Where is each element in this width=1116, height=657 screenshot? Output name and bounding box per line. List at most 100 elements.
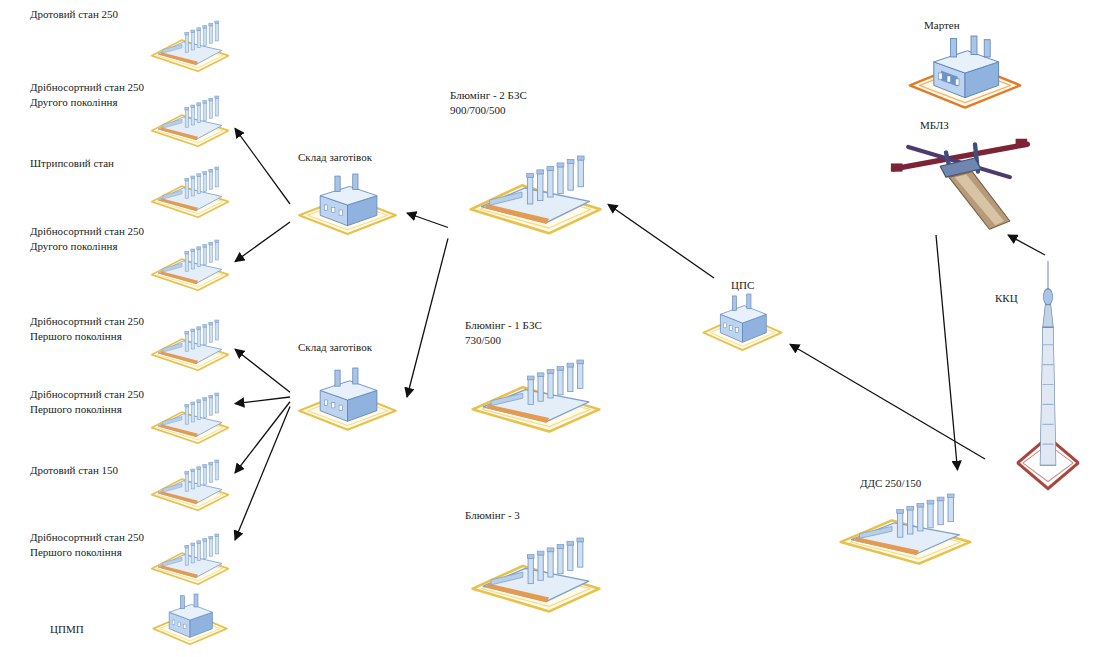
icon-shape (158, 188, 222, 211)
icon-shape (486, 404, 549, 423)
icon-shape (320, 186, 377, 205)
building-icon (150, 167, 230, 219)
icon-shape (163, 190, 182, 199)
icon-shape (209, 539, 212, 556)
icon-shape (860, 526, 892, 538)
icon-shape (160, 52, 198, 65)
icon-shape (152, 553, 229, 584)
icon-shape (185, 251, 189, 254)
rolling-mill: Дротовий стан 250 (25, 5, 235, 75)
icon-shape (209, 395, 213, 398)
icon-shape (197, 327, 201, 330)
icon-shape (353, 174, 358, 190)
icon-shape (557, 545, 564, 549)
icon-shape (1040, 327, 1056, 465)
icon-shape (185, 35, 188, 52)
icon-shape (320, 381, 377, 400)
icon-shape (209, 536, 213, 539)
flow-arrow (608, 204, 714, 278)
node-label: Мартен (924, 18, 1004, 33)
rolling-mill: Дрібносортний стан 250 Другого покоління (25, 78, 235, 150)
icon-shape (197, 329, 200, 346)
icon-shape (215, 96, 219, 99)
icon-shape (567, 363, 574, 367)
icon-shape (568, 545, 573, 570)
icon-shape (578, 364, 583, 389)
icon-shape (215, 24, 218, 41)
flow-arrow (936, 235, 958, 470)
icon-shape (1043, 404, 1054, 405)
icon-shape (180, 596, 184, 609)
node-label: ЦПС (731, 278, 781, 293)
rolling-mill: Дротовий стан 150 (25, 455, 235, 515)
building-icon (468, 156, 603, 236)
icon-shape (152, 186, 229, 217)
icon-shape (160, 198, 198, 211)
node-label: ЦПМП (50, 622, 110, 637)
icon-shape (178, 622, 180, 626)
building-icon (838, 494, 973, 566)
flow-arrow (235, 128, 290, 204)
icon-shape (578, 160, 583, 187)
icon-shape (897, 510, 904, 514)
icon-shape (473, 387, 600, 431)
icon-shape (928, 504, 933, 528)
icon-shape (185, 254, 188, 271)
blooming-mill: Блюмінг - 2 БЗС 900/700/500 (448, 88, 608, 243)
icon-shape (1043, 344, 1054, 345)
icon-shape (191, 249, 195, 252)
building-icon (150, 594, 230, 646)
icon-shape (332, 207, 335, 212)
icon-shape (558, 167, 563, 194)
icon-shape (197, 176, 200, 193)
icon-shape (537, 551, 544, 555)
icon-shape (191, 179, 194, 196)
icon-shape (491, 393, 523, 405)
node-label: Дротовий стан 250 (30, 7, 160, 22)
icon-shape (185, 331, 189, 334)
building-icon (150, 21, 230, 73)
icon-shape (908, 147, 1010, 177)
icon-shape (158, 42, 222, 65)
icon-shape (197, 105, 200, 122)
icon-shape (335, 370, 340, 386)
icon-shape (158, 261, 222, 284)
rolling-mill: Дрібносортний стан 250 Першого покоління (25, 312, 235, 374)
icon-shape (955, 79, 959, 85)
icon-shape (197, 469, 200, 486)
icon-shape (203, 245, 207, 248)
icon-shape (528, 380, 533, 405)
icon-shape (548, 373, 553, 398)
icon-shape (971, 36, 977, 55)
icon-shape (197, 30, 200, 47)
icon-shape (163, 119, 182, 128)
icon-shape (215, 167, 219, 170)
icon-shape (191, 469, 195, 472)
icon-shape (163, 263, 182, 272)
node-label: МБЛЗ (920, 118, 980, 133)
icon-shape (197, 402, 200, 419)
icon-shape (191, 472, 194, 489)
icon-shape (335, 176, 340, 192)
icon-shape (163, 557, 182, 566)
icon-shape (191, 108, 194, 125)
icon-shape (747, 294, 751, 309)
icon-shape (209, 26, 212, 43)
icon-shape (209, 242, 213, 245)
icon-shape (527, 177, 532, 204)
icon-shape (191, 402, 195, 405)
node-label: Штрипсовий стан (30, 156, 160, 171)
icon-shape (191, 543, 195, 546)
icon-shape (339, 210, 342, 215)
icon-shape (324, 205, 327, 210)
icon-shape (197, 103, 201, 106)
node-label: Дрібносортний стан 250 Другого покоління (30, 80, 160, 110)
icon-shape (194, 594, 198, 607)
icon-shape (158, 481, 222, 504)
icon-shape (209, 245, 212, 262)
rolling-mill: Дрібносортний стан 250 Першого покоління (25, 385, 235, 447)
icon-shape (209, 172, 212, 189)
icon-shape (197, 174, 201, 177)
flow-arrow (235, 397, 290, 404)
node-label: Дрібносортний стан 250 Першого покоління (30, 387, 160, 417)
